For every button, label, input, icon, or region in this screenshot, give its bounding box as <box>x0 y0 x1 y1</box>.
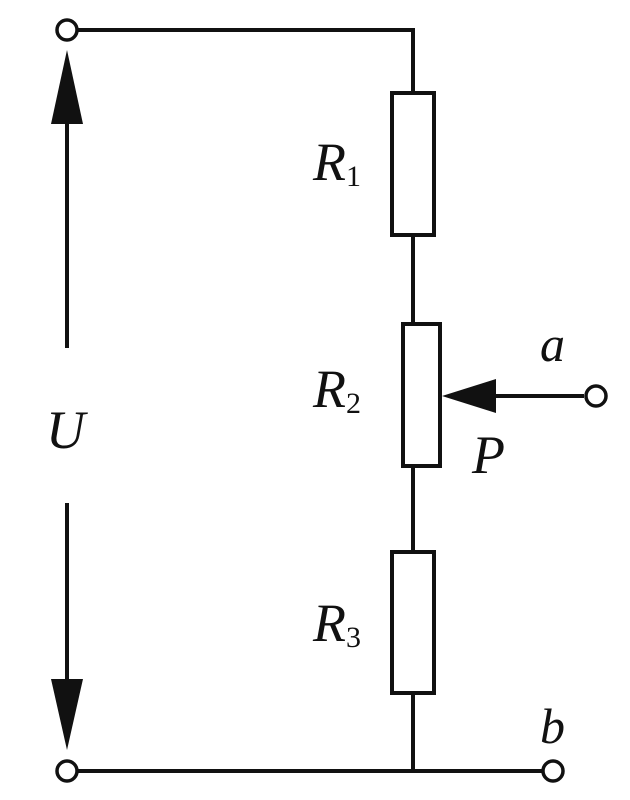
resistor-r2 <box>401 322 442 468</box>
wiper-arrow-icon <box>442 379 496 413</box>
voltage-arrow-down-icon <box>51 679 83 750</box>
label-terminal-b: b <box>540 698 565 754</box>
top-wire <box>67 28 415 93</box>
terminal-bottom-left <box>55 759 79 783</box>
terminal-b <box>541 759 565 783</box>
label-r3: R3 <box>312 593 361 654</box>
label-wiper-p: P <box>471 425 505 485</box>
label-r1: R1 <box>312 132 361 193</box>
label-r3-sub: 3 <box>346 621 361 654</box>
voltage-arrow-up-icon <box>51 50 83 124</box>
label-r1-sub: 1 <box>346 160 361 193</box>
label-voltage-u: U <box>46 400 88 460</box>
terminal-top-left <box>55 18 79 42</box>
resistor-r3 <box>390 550 436 695</box>
resistor-r1 <box>390 91 436 237</box>
terminal-a <box>584 384 608 408</box>
label-r2-sub: 2 <box>346 387 361 420</box>
label-r2: R2 <box>312 359 361 420</box>
label-terminal-a: a <box>540 316 565 372</box>
